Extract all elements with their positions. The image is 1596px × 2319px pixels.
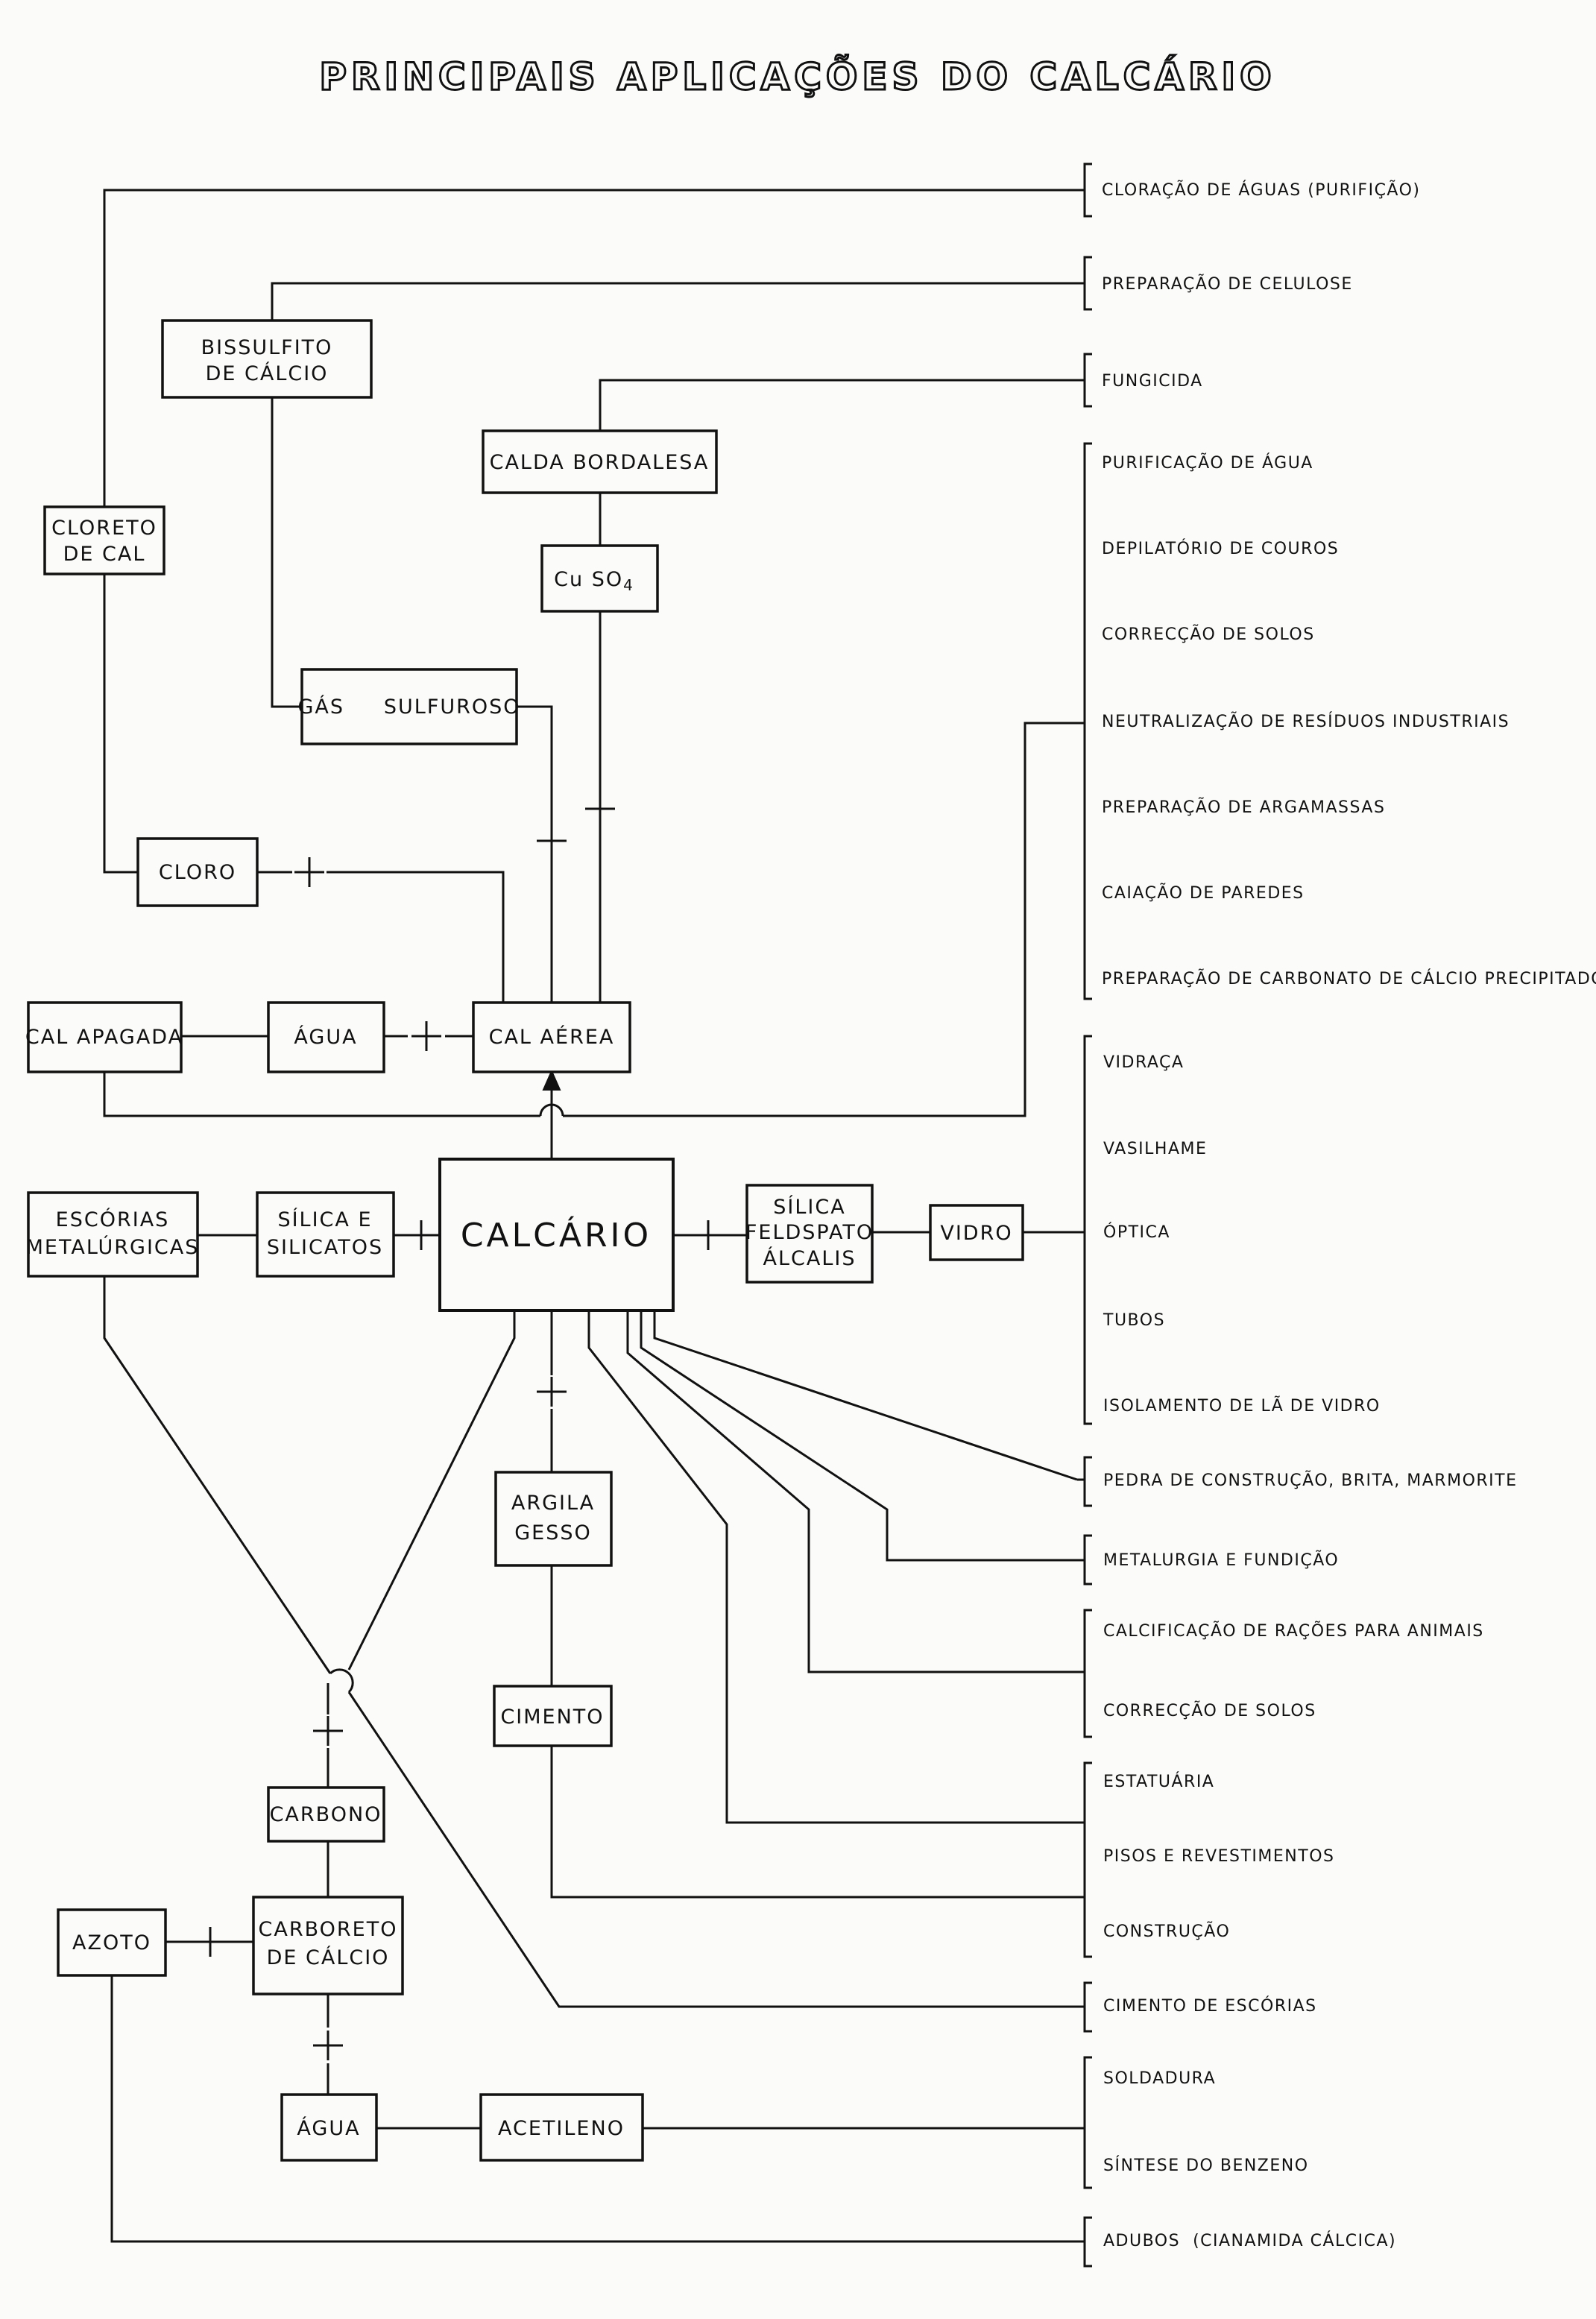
box-label: ÁGUA	[297, 2116, 360, 2140]
box-label: GÁS SULFUROSO	[297, 695, 520, 719]
app-label-fungicida: FUNGICIDA	[1102, 372, 1203, 391]
box-label: AZOTO	[72, 1931, 151, 1954]
app-label: SÍNTESE DO BENZENO	[1103, 2156, 1309, 2175]
plus-signs	[195, 794, 723, 2060]
box-label: DE CÁLCIO	[267, 1946, 390, 1969]
box-label: CIMENTO	[500, 1706, 604, 1729]
app-label: VASILHAME	[1103, 1140, 1207, 1158]
app-label: NEUTRALIZAÇÃO DE RESÍDUOS INDUSTRIAIS	[1102, 711, 1510, 731]
box-bissulfito: BISSULFITO DE CÁLCIO	[161, 319, 373, 399]
app-label-cloracao: CLORAÇÃO DE ÁGUAS (PURIFIÇÃO)	[1102, 180, 1421, 200]
box-cuso4: Cu SO4	[540, 544, 659, 613]
app-label: CORRECÇÃO DE SOLOS	[1102, 624, 1315, 644]
box-vidro: VIDRO	[929, 1204, 1024, 1261]
application-labels: CLORAÇÃO DE ÁGUAS (PURIFIÇÃO) PREPARAÇÃO…	[1102, 180, 1596, 2250]
box-label: DE CÁLCIO	[206, 362, 329, 385]
box-label: CARBORETO	[259, 1918, 398, 1941]
box-cal-apagada: CAL APAGADA	[25, 1001, 183, 1073]
app-label: CAIAÇÃO DE PAREDES	[1102, 883, 1305, 903]
box-gas-sulfuroso: GÁS SULFUROSO	[297, 668, 520, 745]
app-label: VIDRAÇA	[1103, 1053, 1184, 1072]
app-label-celulose: PREPARAÇÃO DE CELULOSE	[1102, 274, 1353, 294]
app-label-cimento-escorias: CIMENTO DE ESCÓRIAS	[1103, 1996, 1317, 2016]
app-label: PREPARAÇÃO DE ARGAMASSAS	[1102, 797, 1385, 817]
box-label: METALÚRGICAS	[26, 1235, 200, 1259]
box-label: BISSULFITO	[201, 336, 333, 359]
box-label: CLORETO	[51, 517, 157, 540]
app-label: CONSTRUÇÃO	[1103, 1921, 1230, 1941]
box-silica-silicatos: SÍLICA E SILICATOS	[256, 1191, 395, 1278]
box-label: CARBONO	[270, 1803, 382, 1826]
page-title: PRINCIPAIS APLICAÇÕES DO CALCÁRIO	[319, 54, 1275, 98]
box-label: FELDSPATO	[745, 1221, 874, 1244]
box-agua-bottom: ÁGUA	[280, 2093, 378, 2162]
box-label: CAL AÉREA	[489, 1025, 615, 1049]
box-label: CALDA BORDALESA	[490, 451, 710, 474]
connectors	[103, 189, 1078, 2243]
app-label: TUBOS	[1103, 1311, 1165, 1330]
app-label: CORRECÇÃO DE SOLOS	[1103, 1700, 1316, 1720]
app-label: PISOS E REVESTIMENTOS	[1103, 1847, 1334, 1866]
box-cloreto-de-cal: CLORETO DE CAL	[43, 505, 165, 575]
box-label: ARGILA	[511, 1492, 595, 1515]
app-label: SOLDADURA	[1103, 2069, 1216, 2088]
app-label-adubos: ADUBOS (CIANAMIDA CÁLCICA)	[1103, 2231, 1396, 2250]
box-label: GESSO	[514, 1521, 592, 1545]
box-calcario: CALCÁRIO	[438, 1158, 675, 1312]
box-azoto: AZOTO	[57, 1908, 167, 1977]
app-label: DEPILATÓRIO DE COUROS	[1102, 539, 1339, 558]
application-brackets	[1077, 163, 1092, 2268]
box-label: SÍLICA	[773, 1195, 845, 1219]
box-calda-bordalesa: CALDA BORDALESA	[482, 429, 718, 494]
app-label-metalurgia: METALURGIA E FUNDIÇÃO	[1103, 1550, 1339, 1570]
box-label: CAL APAGADA	[25, 1026, 183, 1049]
box-cimento: CIMENTO	[493, 1685, 613, 1747]
box-label: SÍLICA E	[277, 1208, 372, 1231]
box-acetileno: ACETILENO	[479, 2093, 644, 2162]
app-label-pedra: PEDRA DE CONSTRUÇÃO, BRITA, MARMORITE	[1103, 1470, 1518, 1490]
app-label: PURIFICAÇÃO DE ÁGUA	[1102, 452, 1313, 473]
app-label: ESTATUÁRIA	[1103, 1772, 1214, 1791]
box-label: VIDRO	[940, 1222, 1012, 1245]
box-label: SILICATOS	[267, 1236, 383, 1259]
box-label: Cu SO4	[554, 568, 634, 594]
box-carboreto: CARBORETO DE CÁLCIO	[252, 1896, 404, 1995]
box-argila-gesso: ARGILA GESSO	[494, 1471, 613, 1567]
app-label: PREPARAÇÃO DE CARBONATO DE CÁLCIO PRECIP…	[1102, 968, 1596, 988]
box-label: ACETILENO	[498, 2117, 625, 2140]
box-silica-feldspato: SÍLICA FELDSPATO ÁLCALIS	[745, 1184, 874, 1284]
box-label: ÁGUA	[294, 1025, 357, 1049]
box-escorias: ESCÓRIAS METALÚRGICAS	[26, 1191, 200, 1278]
box-carbono: CARBONO	[267, 1786, 385, 1843]
box-agua-top: ÁGUA	[267, 1001, 385, 1073]
box-cal-aerea: CAL AÉREA	[472, 1001, 631, 1073]
app-label: CALCIFICAÇÃO DE RAÇÕES PARA ANIMAIS	[1103, 1621, 1484, 1641]
box-label: CALCÁRIO	[461, 1215, 652, 1255]
box-label: ÁLCALIS	[763, 1246, 857, 1270]
app-label: ÓPTICA	[1103, 1222, 1170, 1242]
box-label: CLORO	[159, 861, 236, 884]
box-label: DE CAL	[63, 543, 146, 566]
box-cloro: CLORO	[136, 837, 259, 907]
app-label: ISOLAMENTO DE LÃ DE VIDRO	[1103, 1395, 1381, 1416]
box-label: ESCÓRIAS	[56, 1208, 170, 1231]
